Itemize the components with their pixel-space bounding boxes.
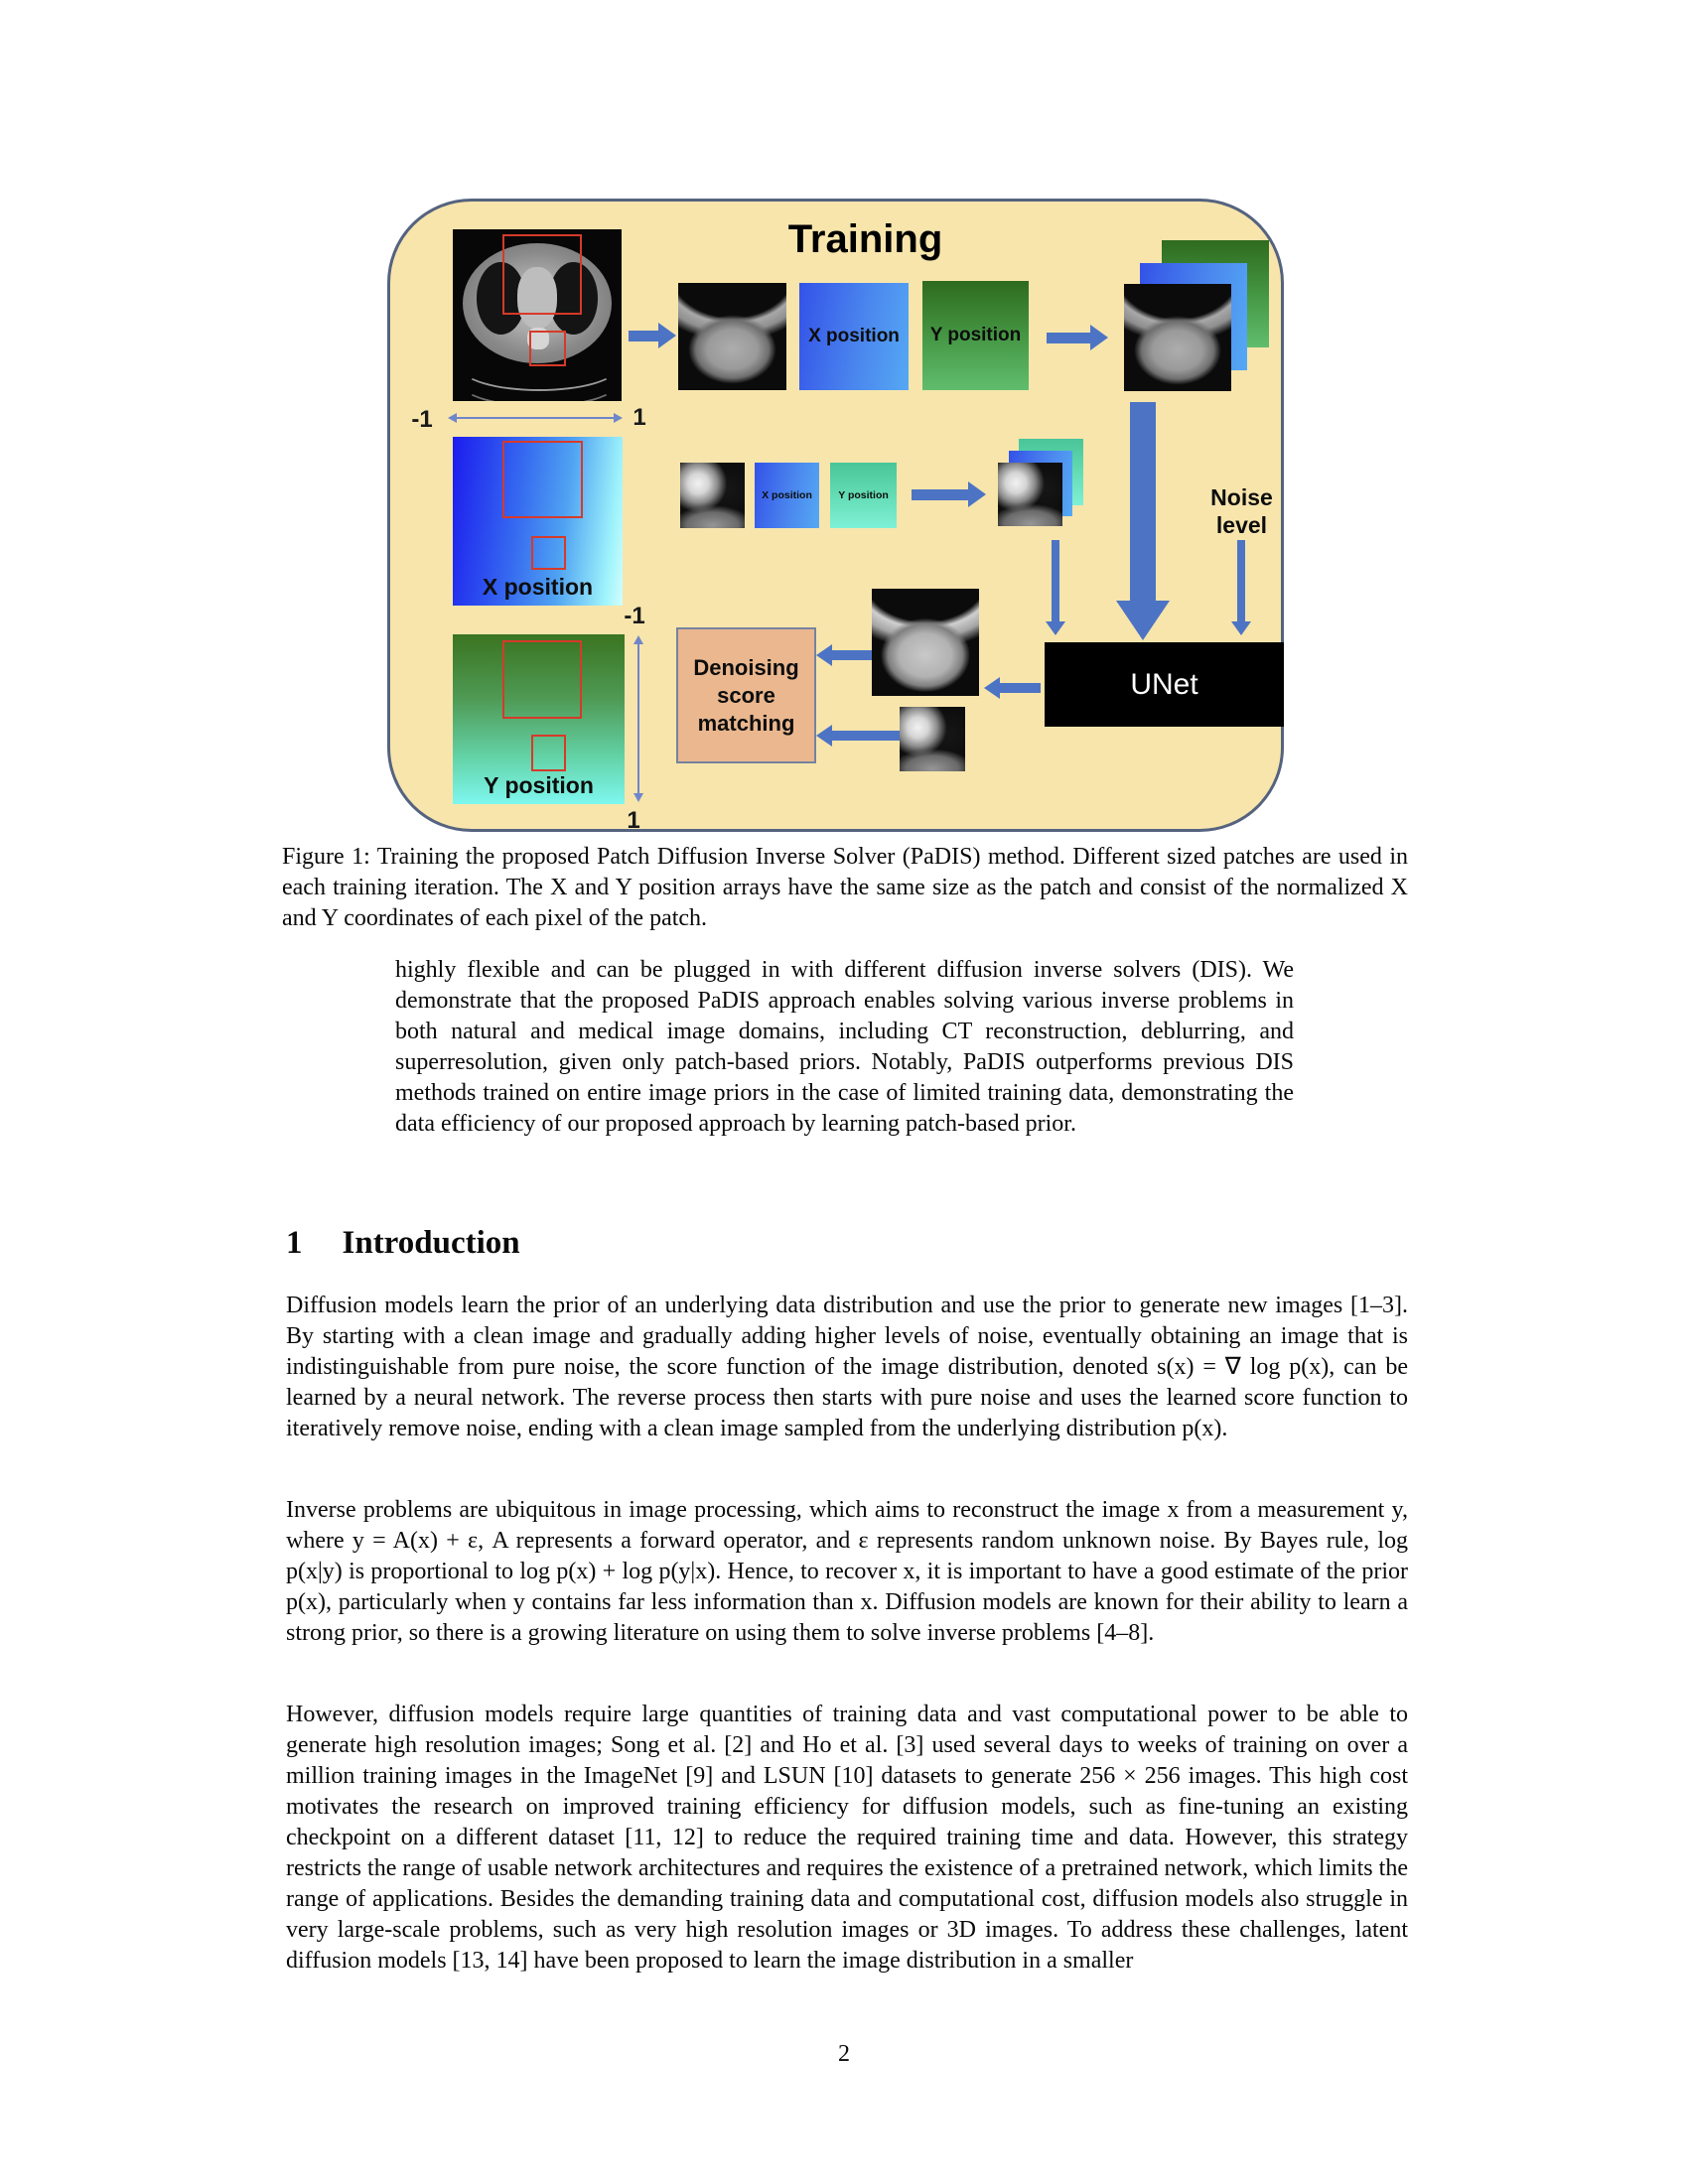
patch-outline-large — [502, 234, 582, 315]
y-position-array-small: Y position — [830, 463, 897, 528]
x-position-array-small: X position — [755, 463, 819, 528]
noise-level-label: Noise level — [1210, 484, 1273, 538]
x-axis-arrow — [448, 413, 623, 423]
y-axis-arrow — [633, 635, 644, 802]
flow-arrow-right — [1047, 325, 1108, 350]
ct-patch-large — [678, 283, 786, 390]
patch-outline-large — [502, 640, 582, 719]
page-number: 2 — [838, 2041, 850, 2067]
section-number: 1 — [286, 1225, 303, 1261]
figure-title: Training — [787, 217, 943, 261]
flow-arrow-right — [629, 320, 676, 351]
x-position-map-large: X position — [453, 437, 623, 606]
section-heading: 1 Introduction — [286, 1225, 520, 1262]
denoised-patch-small — [900, 707, 965, 771]
y-position-array: Y position — [922, 281, 1029, 390]
denoising-score-matching-box: Denoising score matching — [676, 627, 816, 763]
x-axis-max-label: 1 — [633, 404, 646, 431]
ct-patch-small — [680, 463, 745, 528]
flow-arrow-left — [816, 644, 872, 666]
section-title: Introduction — [342, 1225, 520, 1261]
stacked-patch-small — [998, 439, 1085, 528]
x-axis-min-label: -1 — [411, 406, 433, 433]
patch-outline-small — [531, 536, 566, 570]
flow-arrow-left — [816, 725, 900, 747]
y-position-label: Y position — [484, 772, 594, 798]
patch-outline-small — [529, 331, 566, 366]
flow-arrow-down — [1046, 540, 1065, 635]
figure-training-diagram: Training -1 1 X position -1 — [387, 199, 1284, 834]
y-axis-max-label: 1 — [627, 807, 640, 834]
paragraph: However, diffusion models require large … — [286, 1702, 1408, 1974]
y-position-map-large: Y position — [453, 634, 625, 804]
ct-scan-image — [453, 229, 622, 401]
x-position-label: X position — [482, 574, 594, 600]
paragraph: Diffusion models learn the prior of an u… — [286, 1293, 1408, 1441]
noise-level-arrow — [1231, 540, 1251, 635]
stacked-patch-large — [1124, 240, 1270, 391]
paragraph: Inverse problems are ubiquitous in image… — [286, 1497, 1408, 1646]
unet-box: UNet — [1045, 642, 1284, 727]
flow-arrow-left — [984, 676, 1041, 700]
y-axis-min-label: -1 — [624, 603, 645, 629]
flow-arrow-right — [912, 481, 986, 507]
x-position-array: X position — [799, 283, 909, 390]
flow-arrow-down-big — [1116, 402, 1170, 640]
abstract-fragment: highly flexible and can be plugged in wi… — [395, 957, 1294, 1137]
figure-caption: Figure 1: Training the proposed Patch Di… — [282, 844, 1408, 931]
patch-outline-small — [531, 735, 566, 771]
patch-outline-large — [502, 441, 583, 518]
denoised-patch-large — [872, 589, 979, 696]
